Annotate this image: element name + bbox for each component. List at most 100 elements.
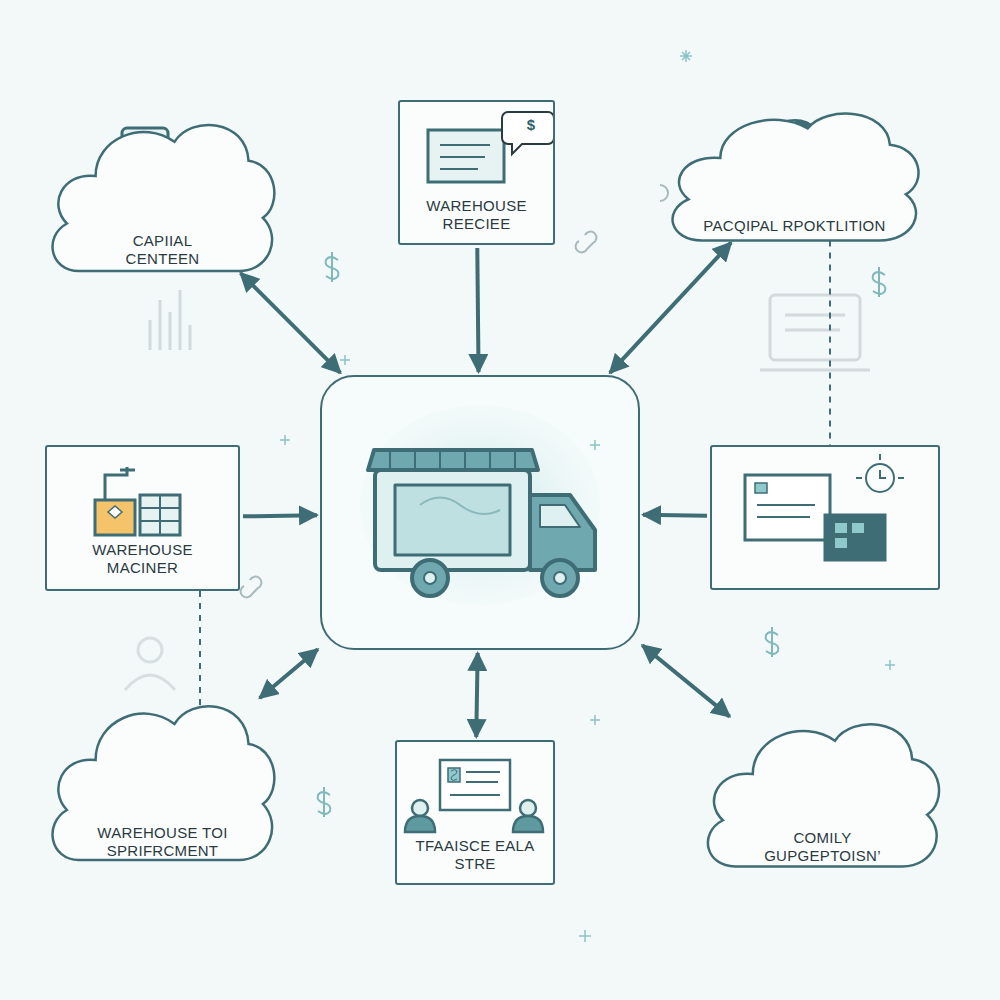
document-icon-part: [825, 515, 885, 560]
link-symbol: [241, 185, 668, 597]
truck-icon-part: [395, 485, 510, 555]
receipt-icon-part: [466, 771, 500, 773]
arrow-connector: [610, 243, 731, 373]
link-symbol-part: [576, 232, 597, 253]
faded-chart-part: [149, 320, 152, 350]
arrow-connector: [243, 515, 317, 516]
sparkle-part: [579, 930, 591, 942]
dollar-symbol-part: [766, 627, 779, 657]
receipt-icon-part: [448, 768, 460, 782]
machine-icon-part: [105, 467, 135, 500]
document-icon-part: [866, 464, 894, 492]
sparkle-part: [885, 660, 895, 670]
truck-icon-part: [420, 498, 500, 515]
cloud-outline: [53, 125, 275, 271]
box-fill-part: [321, 376, 639, 649]
faded-chart-part: [159, 300, 162, 350]
arrow-connector: [643, 513, 707, 518]
cloud-node: CAPIIAL CENTEEN: [43, 100, 282, 290]
faded-monitor-part: [760, 369, 870, 372]
document-icon-part: [856, 454, 904, 478]
receipt-icon-part: [466, 781, 498, 783]
speech-bubble: [502, 112, 554, 154]
faded-figure-part: [125, 675, 175, 690]
sparkle-part: [280, 435, 290, 445]
monitor-icon-part: [440, 144, 490, 146]
hub-box: [320, 375, 640, 650]
monitor-icon: [428, 130, 504, 182]
process-box: WAREHOUSE MACINER: [45, 445, 240, 591]
document-icon-part: [757, 516, 810, 518]
receipt-icon-part: [520, 800, 536, 816]
box-fill: [46, 101, 939, 884]
receipt-icon-part: [405, 816, 435, 832]
sparkle-part: [680, 50, 692, 62]
machine-icon: [95, 467, 180, 535]
cloud-outline: [708, 724, 939, 866]
dollar-symbol-part: [326, 252, 339, 282]
document-icon-part: [757, 504, 815, 506]
faded-monitor: [760, 295, 870, 370]
process-box: [710, 445, 940, 590]
monitor-icon-part: [428, 130, 504, 182]
arrow-connector: [642, 645, 729, 716]
document-icon-part: [852, 523, 864, 533]
box-fill-part: [399, 101, 554, 244]
process-box: TFAAISCE EALA STRE: [395, 740, 555, 885]
cloud-node: WAREHOUSE TOI SPRIFRCMENT: [43, 680, 282, 880]
box-fill-part: [711, 446, 939, 589]
receipt-icon-part: [412, 800, 428, 816]
faded-chart-part: [169, 312, 172, 350]
cloud-outline: [673, 114, 919, 241]
monitor-icon-part: [440, 156, 485, 158]
receipt-icon-part: [450, 794, 500, 796]
node-label: CAPIIAL CENTEEN: [98, 232, 227, 268]
machine-icon-part: [95, 500, 135, 535]
currency-label: $: [511, 116, 551, 133]
monitor-icon-part: [440, 168, 478, 170]
box-fill-part: [46, 446, 239, 587]
center-glow: [360, 405, 600, 605]
receipt-icon: [405, 760, 543, 832]
receipt-icon-part: [513, 816, 543, 832]
truck-icon-part: [540, 505, 580, 527]
link-symbol-part: [660, 185, 668, 201]
receipt-icon-part: [451, 770, 457, 781]
sparkle-part: [340, 355, 350, 365]
machine-icon-part: [140, 495, 180, 535]
node-label: COMILY GUPGEPTOISN’: [743, 829, 902, 865]
truck-icon-part: [542, 560, 578, 596]
truck-icon-part: [375, 470, 530, 570]
document-icon-part: [745, 475, 830, 540]
truck-icon-part: [368, 450, 538, 470]
document-icon-part: [880, 470, 886, 478]
receipt-icon-part: [440, 760, 510, 810]
faded-monitor-part: [785, 329, 840, 332]
box-fill-part: [396, 741, 554, 884]
dashed-connector: [199, 591, 201, 719]
cloud-outline: [53, 706, 275, 860]
faded-chart-part: [189, 325, 192, 350]
arrow-connector: [260, 649, 318, 698]
machine-icon-part: [108, 506, 122, 518]
document-icon-part: [835, 538, 847, 548]
machine-icon-part: [159, 495, 161, 535]
document-icon: [745, 454, 904, 560]
dollar-symbol-part: [873, 267, 886, 297]
node-label: TFAAISCE EALA STRE: [405, 837, 545, 873]
truck-icon-part: [390, 450, 515, 470]
node-label: WAREHOUSE TOI SPRIFRCMENT: [71, 824, 254, 860]
faded-monitor-part: [770, 295, 860, 360]
faded-chart: [150, 290, 190, 350]
link-symbol-part: [241, 577, 262, 598]
node-label: WAREHOUSE MACINER: [57, 541, 228, 577]
arrow-connector: [476, 653, 477, 737]
cloud-node: PACQIPAL RPOKTLITION: [662, 92, 927, 257]
node-label: PACQIPAL RPOKTLITION: [703, 217, 885, 235]
faded-monitor-part: [785, 314, 845, 317]
dollar-symbol-part: [318, 787, 331, 817]
sparkle-part: [590, 715, 600, 725]
faded-figure-part: [138, 638, 162, 662]
truck-icon: [368, 450, 595, 596]
